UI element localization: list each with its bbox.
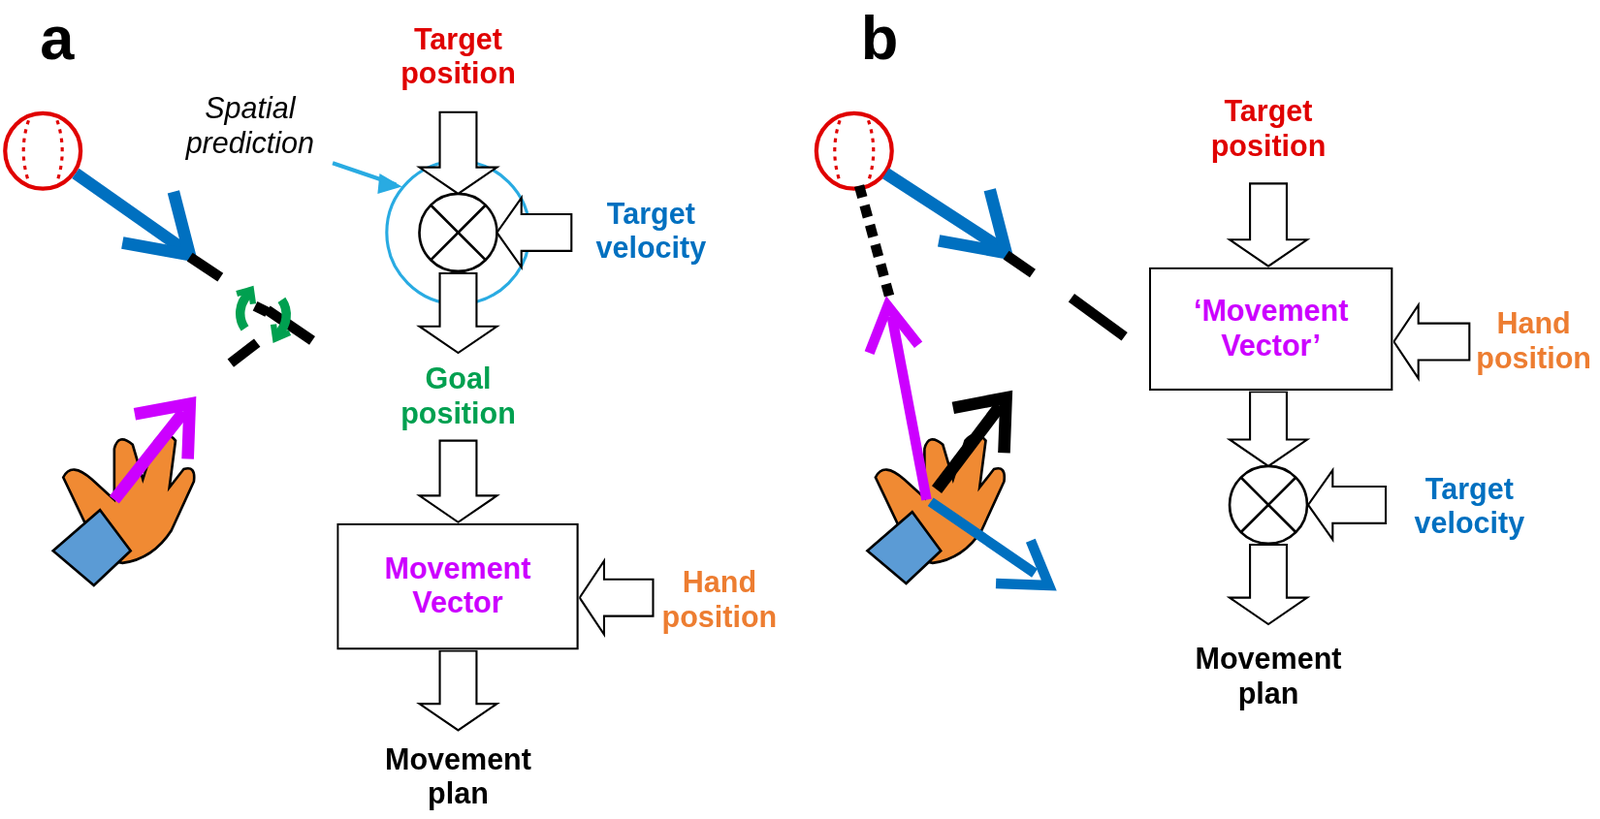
drawing-part bbox=[816, 113, 893, 190]
velocity-arrow bbox=[930, 502, 1035, 575]
block-arrow bbox=[418, 112, 497, 194]
signal-label: Target velocity bbox=[1392, 472, 1546, 542]
drawing-part bbox=[236, 289, 254, 305]
drawing-part bbox=[240, 293, 250, 329]
panel-letter: b bbox=[849, 2, 911, 75]
block-arrow bbox=[418, 273, 497, 353]
trajectory-dash bbox=[230, 343, 257, 364]
block-arrow bbox=[496, 197, 572, 268]
signal-label: Target velocity bbox=[574, 196, 728, 266]
trajectory-dash bbox=[1006, 255, 1033, 274]
velocity-arrowhead bbox=[995, 541, 1050, 586]
leader-arrowhead bbox=[377, 173, 402, 194]
block-arrow bbox=[1229, 391, 1308, 467]
process-box: Movement Vector bbox=[336, 523, 578, 650]
box-title: ‘Movement Vector’ bbox=[1165, 294, 1377, 364]
drawing-part bbox=[1241, 477, 1297, 533]
signal-label: Hand position bbox=[1457, 307, 1600, 377]
baseball bbox=[816, 113, 893, 190]
drawing-part bbox=[53, 510, 131, 586]
box-title: Movement Vector bbox=[352, 551, 563, 621]
process-box: ‘Movement Vector’ bbox=[1149, 267, 1393, 391]
movement-arrowhead bbox=[869, 306, 920, 353]
block-arrow bbox=[1393, 305, 1470, 380]
drawing-part bbox=[273, 324, 290, 340]
hand bbox=[53, 434, 195, 586]
signal-label: Spatial prediction bbox=[158, 92, 342, 161]
multiplier-symbol bbox=[418, 193, 497, 272]
block-arrow bbox=[1308, 470, 1386, 541]
signal-label: Movement plan bbox=[361, 742, 556, 812]
goal-marker bbox=[236, 289, 290, 340]
block-arrow bbox=[418, 441, 497, 523]
drawing-part bbox=[834, 120, 874, 182]
signal-label: Goal position bbox=[376, 362, 540, 432]
signal-label: Movement plan bbox=[1171, 642, 1366, 712]
block-arrow bbox=[1229, 544, 1308, 625]
trajectory-dash bbox=[255, 306, 268, 313]
trajectory-dash bbox=[190, 256, 222, 278]
trajectory-dash bbox=[1071, 297, 1125, 337]
block-arrow bbox=[418, 650, 497, 731]
signal-label: Target position bbox=[371, 22, 545, 92]
drawing-part bbox=[418, 193, 497, 272]
baseball bbox=[4, 113, 81, 190]
movement-arrow bbox=[114, 412, 185, 500]
velocity-arrowhead bbox=[938, 190, 1006, 254]
block-arrow bbox=[579, 561, 654, 636]
hand-arrow bbox=[936, 406, 1000, 490]
drawing-part bbox=[23, 120, 63, 182]
panel-letter: a bbox=[26, 2, 88, 75]
multiplier-symbol bbox=[1229, 466, 1308, 544]
movement-arrow bbox=[892, 316, 928, 500]
velocity-arrowhead bbox=[122, 192, 190, 256]
drawing-part bbox=[866, 512, 941, 584]
signal-label: Target position bbox=[1182, 95, 1356, 164]
signal-label: Hand position bbox=[638, 566, 801, 636]
hand-arrowhead bbox=[953, 397, 1007, 453]
dotted-line bbox=[859, 186, 891, 299]
drawing-part bbox=[1229, 466, 1308, 544]
drawing-part bbox=[4, 113, 81, 190]
block-arrow bbox=[1229, 183, 1308, 266]
drawing-part bbox=[277, 299, 287, 335]
movement-arrowhead bbox=[134, 404, 191, 460]
drawing-part bbox=[430, 205, 486, 261]
